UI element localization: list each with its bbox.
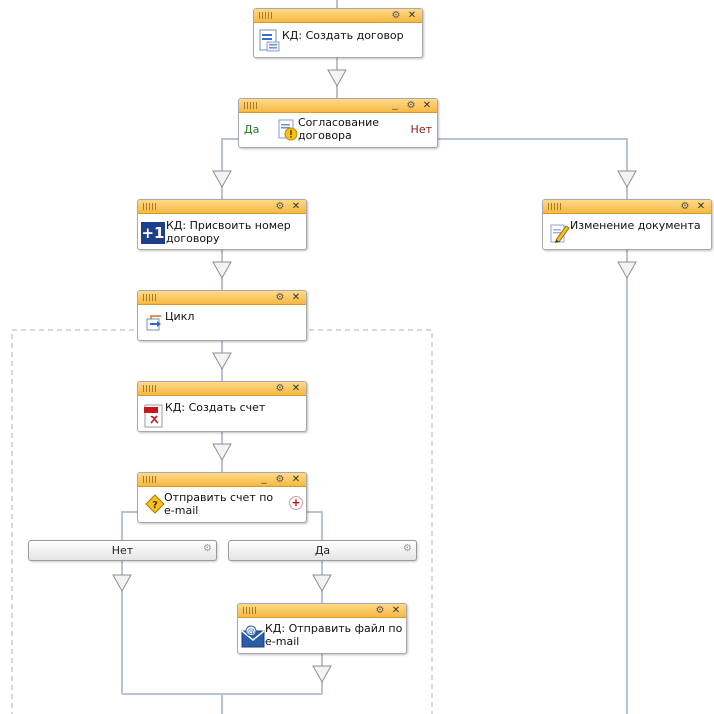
node-title: КД: Создать счет (165, 401, 266, 414)
gear-icon[interactable]: ⚙ (375, 605, 385, 616)
flow-arrow (617, 261, 637, 280)
flow-arrow (212, 170, 232, 189)
drag-handle-icon[interactable] (143, 294, 156, 301)
drag-handle-icon[interactable] (143, 476, 156, 483)
gear-icon[interactable]: ⚙ (275, 201, 285, 212)
node-title: КД: Создать договор (282, 29, 404, 42)
flow-arrow (212, 261, 232, 280)
node-title: Согласование договора (298, 116, 380, 142)
node-header[interactable]: ⚙ ✕ (138, 200, 306, 214)
node-header[interactable]: _ ⚙ ✕ (239, 97, 437, 113)
flow-arrow (327, 69, 347, 88)
approval-icon (278, 119, 298, 141)
close-icon[interactable]: ✕ (696, 201, 706, 212)
gear-icon[interactable]: ⚙ (403, 543, 412, 554)
node-create-invoice[interactable]: ⚙ ✕ КД: Создать счет (137, 381, 307, 432)
node-header[interactable]: ⚙ ✕ (254, 9, 422, 23)
drag-handle-icon[interactable] (143, 385, 156, 392)
close-icon[interactable]: ✕ (291, 474, 301, 485)
question-icon: ? (145, 494, 165, 514)
drag-handle-icon[interactable] (243, 607, 256, 614)
flow-arrow (312, 574, 332, 593)
close-icon[interactable]: ✕ (391, 605, 401, 616)
branch-no[interactable]: Нет ⚙ (28, 540, 217, 561)
flow-arrows (112, 69, 637, 684)
node-title: КД: Присвоить номер договору (166, 219, 291, 245)
gear-icon[interactable]: ⚙ (203, 543, 212, 554)
flow-arrow (212, 443, 232, 462)
node-title: КД: Отправить файл по e-mail (265, 622, 403, 648)
close-icon[interactable]: ✕ (422, 100, 432, 111)
flow-arrow (312, 665, 332, 684)
close-icon[interactable]: ✕ (291, 383, 301, 394)
flow-arrow (112, 574, 132, 593)
drag-handle-icon[interactable] (548, 203, 561, 210)
node-header[interactable]: ⚙ ✕ (138, 382, 306, 396)
add-branch-button[interactable]: + (289, 496, 303, 510)
connector-lines (121, 0, 628, 714)
approval-yes-label: Да (244, 123, 260, 136)
approval-no-label: Нет (410, 123, 432, 136)
gear-icon[interactable]: ⚙ (275, 474, 285, 485)
gear-icon[interactable]: ⚙ (680, 201, 690, 212)
gear-icon[interactable]: ⚙ (275, 383, 285, 394)
node-edit-document[interactable]: ⚙ ✕ Изменение документа (542, 199, 712, 250)
node-create-contract[interactable]: ⚙ ✕ КД: Создать договор (253, 8, 423, 58)
close-icon[interactable]: ✕ (291, 292, 301, 303)
node-header[interactable]: _ ⚙ ✕ (138, 471, 306, 487)
minimize-icon[interactable]: _ (261, 471, 267, 484)
branch-label: Да (314, 544, 331, 557)
node-title: Изменение документа (570, 219, 701, 232)
node-header[interactable]: ⚙ ✕ (543, 200, 711, 214)
node-loop[interactable]: ⚙ ✕ Цикл (137, 290, 307, 341)
node-send-invoice[interactable]: _ ⚙ ✕ ? Отправить счет по e-mail + (137, 472, 307, 523)
node-header[interactable]: ⚙ ✕ (138, 291, 306, 305)
gear-icon[interactable]: ⚙ (275, 292, 285, 303)
gear-icon[interactable]: ⚙ (406, 100, 416, 111)
document-icon (259, 29, 280, 52)
drag-handle-icon[interactable] (259, 12, 272, 19)
close-icon[interactable]: ✕ (407, 10, 417, 21)
close-icon[interactable]: ✕ (291, 201, 301, 212)
email-icon: @ (241, 625, 265, 648)
node-header[interactable]: ⚙ ✕ (238, 604, 406, 618)
flow-arrow (212, 352, 232, 371)
drag-handle-icon[interactable] (143, 203, 156, 210)
branch-label: Нет (111, 544, 134, 557)
svg-text:@: @ (247, 627, 255, 636)
loop-icon (146, 315, 161, 331)
branch-yes[interactable]: Да ⚙ (228, 540, 417, 561)
node-title: Отправить счет по e-mail (164, 491, 274, 517)
pdf-icon (144, 404, 163, 428)
node-send-file[interactable]: ⚙ ✕ @ КД: Отправить файл по e-mail (237, 603, 407, 654)
flow-arrow (617, 170, 637, 189)
plus-one-icon: +1 (141, 222, 165, 244)
drag-handle-icon[interactable] (244, 102, 257, 109)
svg-text:?: ? (152, 500, 158, 511)
pencil-icon (550, 224, 570, 243)
node-title: Цикл (165, 310, 195, 323)
gear-icon[interactable]: ⚙ (391, 10, 401, 21)
node-approval[interactable]: _ ⚙ ✕ Да Согласование договора Нет (238, 98, 438, 148)
minimize-icon[interactable]: _ (392, 97, 398, 110)
node-assign-number[interactable]: ⚙ ✕ +1 КД: Присвоить номер договору (137, 199, 307, 250)
